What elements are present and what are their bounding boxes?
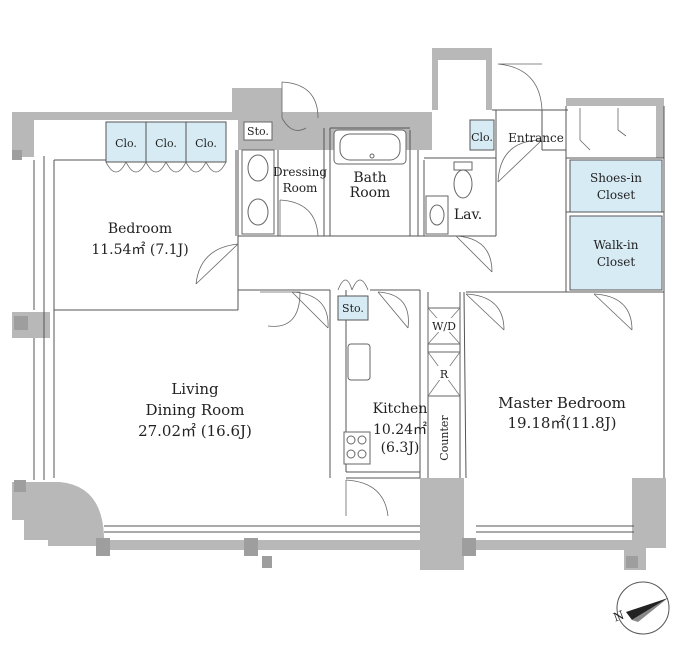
storage-kitchen [337,295,369,321]
walkin-closet-line1: Walk-in [594,238,639,252]
shoes-closet-line1: Shoes-in [590,171,642,185]
counter-label: Counter [438,415,451,461]
bath-room-line2: Room [350,185,391,201]
closet-3-label: Clo. [195,137,217,150]
bedroom-closets: Clo. Clo. Clo. [105,121,227,173]
kitchen-jo: (6.3J) [381,440,420,456]
compass-north-label: N [611,608,626,625]
living-name-1: Living [171,380,219,398]
kitchen-name: Kitchen [373,401,428,417]
walkin-closet-line2: Closet [597,255,636,269]
bedroom-name: Bedroom [108,221,172,237]
entrance-label: Entrance [508,131,564,145]
living-area: 27.02㎡ (16.6J) [138,422,252,440]
fixtures [241,129,473,465]
north-compass: N [611,581,670,635]
dressing-room-line1: Dressing [273,165,327,179]
storage-kitchen-label: Sto. [342,302,364,315]
kitchen-area: 10.24㎡ [373,422,427,438]
shoes-closet-line2: Closet [597,188,636,202]
master-bedroom-name: Master Bedroom [498,394,626,412]
lavatory-label: Lav. [454,207,482,223]
storage-top [243,121,273,141]
storage-top-label: Sto. [247,125,269,138]
closet-3 [185,121,227,163]
refrigerator-label: R [440,368,449,381]
doors [195,63,633,517]
dressing-room-line2: Room [283,181,318,195]
living-name-2: Dining Room [146,401,245,419]
shoes-in-closet [569,159,663,213]
bedroom-area: 11.54㎡ (7.1J) [91,242,188,258]
master-bedroom-area: 19.18㎡(11.8J) [507,414,616,432]
closet-1-label: Clo. [115,137,137,150]
entrance-closet-label: Clo. [471,131,493,144]
bath-room-line1: Bath [353,170,386,186]
wd-label: W/D [432,320,456,333]
closet-2-label: Clo. [155,137,177,150]
walk-in-closet [569,215,663,291]
entrance-closet [469,119,495,151]
